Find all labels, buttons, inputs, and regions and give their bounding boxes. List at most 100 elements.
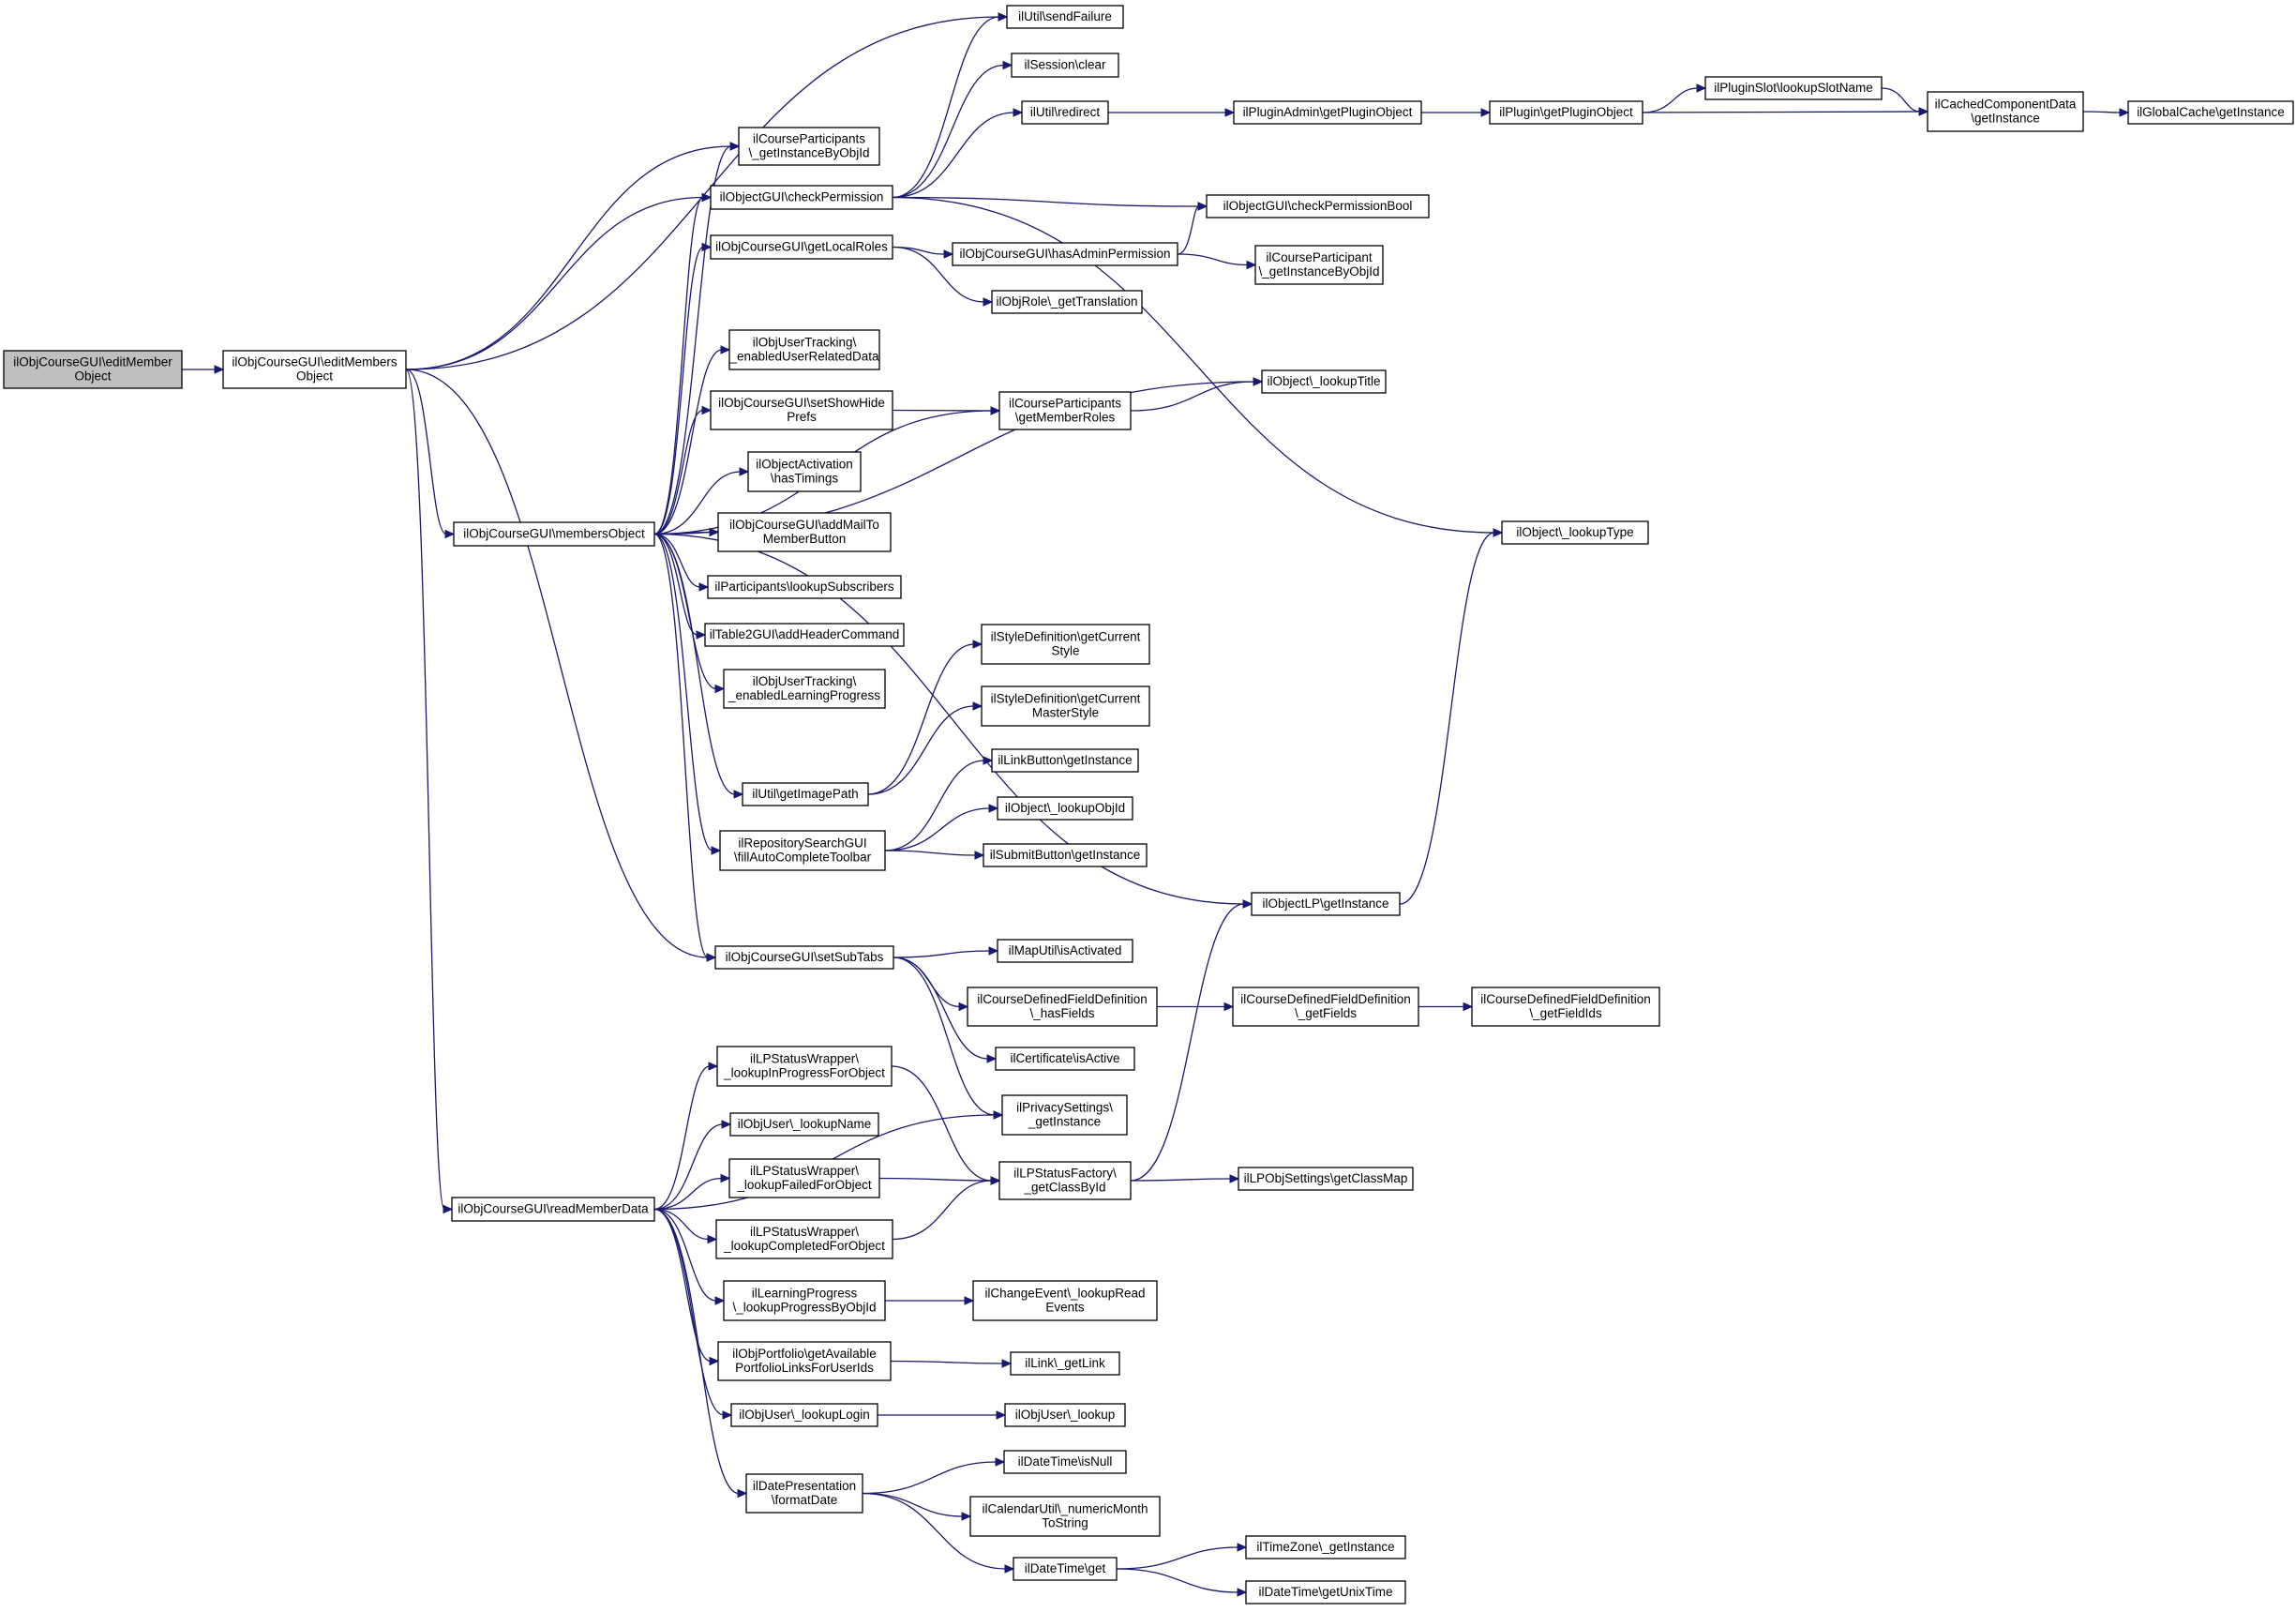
function-node[interactable]: ilTimeZone\_getInstance	[1245, 1535, 1406, 1559]
function-node[interactable]: ilLPStatusFactory\_getClassById	[998, 1161, 1132, 1200]
node-box	[710, 185, 893, 210]
function-node[interactable]: ilCachedComponentData\getInstance	[1927, 91, 2084, 132]
edge-n8-n5	[892, 64, 1005, 199]
function-node[interactable]: ilLPObjSettings\getClassMap	[1238, 1167, 1414, 1191]
function-node[interactable]: ilRepositorySearchGUI\fillAutoCompleteTo…	[719, 830, 886, 871]
function-node[interactable]: ilPrivacySettings\_getInstance	[1001, 1094, 1128, 1136]
edge-n20-n52	[891, 1065, 993, 1182]
function-node[interactable]: ilObjectGUI\checkPermissionBool	[1206, 194, 1430, 218]
function-node[interactable]: ilObjCourseGUI\setSubTabs	[714, 945, 894, 970]
arrowhead-n2-n18	[711, 846, 722, 855]
function-node[interactable]: ilPluginAdmin\getPluginObject	[1233, 100, 1422, 125]
node-box	[742, 782, 869, 806]
edge-n18-n44	[884, 850, 977, 856]
node-label: ilObjectGUI\checkPermission	[720, 190, 884, 204]
arrowhead-n2-n8	[701, 192, 713, 203]
node-label: \_hasFields	[1029, 1006, 1094, 1020]
function-node[interactable]: ilSubmitButton\getInstance	[983, 843, 1148, 867]
node-label: ilDateTime\isNull	[1018, 1454, 1113, 1469]
function-node[interactable]: ilUtil\redirect	[1021, 100, 1109, 125]
function-node[interactable]: ilObjCourseGUI\readMemberData	[451, 1197, 655, 1222]
function-node[interactable]: ilObjUser\_lookup	[1004, 1403, 1126, 1427]
arrowhead-n18-n42	[983, 756, 994, 765]
function-node[interactable]: ilTable2GUI\addHeaderCommand	[704, 623, 905, 647]
function-node[interactable]: ilCourseDefinedFieldDefinition\_getField…	[1232, 987, 1419, 1027]
node-label: Object	[296, 369, 333, 384]
function-node[interactable]: ilGlobalCache\getInstance	[2127, 100, 2294, 125]
edge-n19-n50	[893, 957, 989, 1060]
function-node[interactable]: ilObjectGUI\checkPermission	[710, 185, 893, 210]
node-label: \fillAutoCompleteToolbar	[734, 851, 872, 865]
edge-n1-n4	[405, 16, 1000, 370]
node-box	[991, 748, 1139, 773]
function-node[interactable]: ilObjCourseGUI\hasAdminPermission	[952, 242, 1178, 266]
function-node[interactable]: ilObjUser\_lookupLogin	[730, 1403, 878, 1427]
node-label: ilObjectActivation	[756, 458, 853, 472]
function-node[interactable]: ilObjectLP\getInstance	[1251, 892, 1401, 916]
node-box	[704, 623, 905, 647]
function-node[interactable]: ilLinkButton\getInstance	[991, 748, 1139, 773]
function-node[interactable]: ilLPStatusWrapper\_lookupCompletedForObj…	[715, 1219, 893, 1259]
node-box	[707, 575, 902, 599]
node-box	[1011, 53, 1119, 78]
function-node[interactable]: ilPluginSlot\lookupSlotName	[1704, 76, 1883, 100]
node-box	[453, 521, 655, 547]
function-node[interactable]: ilObjUser\_lookupName	[729, 1112, 879, 1137]
function-node[interactable]: ilCertificate\isActive	[995, 1047, 1135, 1071]
function-node[interactable]: ilDateTime\getUnixTime	[1245, 1580, 1406, 1604]
function-node[interactable]: ilDateTime\get	[1013, 1557, 1118, 1581]
function-node[interactable]: ilLPStatusWrapper\_lookupFailedForObject	[728, 1158, 880, 1198]
function-node[interactable]: ilObjUserTracking\_enabledUserRelatedDat…	[728, 329, 880, 370]
arrowhead-n2-n16	[714, 684, 726, 694]
function-node[interactable]: ilCourseDefinedFieldDefinition\_hasField…	[967, 987, 1158, 1027]
function-node[interactable]: ilPlugin\getPluginObject	[1489, 100, 1643, 125]
function-node[interactable]: ilUtil\sendFailure	[1006, 5, 1124, 29]
arrowhead-n26-n56	[996, 1410, 1007, 1420]
edge-n34-n35	[1177, 253, 1249, 266]
node-box	[710, 234, 893, 260]
function-node[interactable]: ilObject\_lookupType	[1501, 520, 1649, 545]
function-node[interactable]: ilDatePresentation\formatDate	[745, 1473, 863, 1514]
function-node[interactable]: ilCourseParticipants\_getInstanceByObjId	[738, 127, 880, 166]
node-label: _enabledLearningProgress	[728, 688, 880, 702]
function-node[interactable]: ilCourseParticipants\getMemberRoles	[998, 391, 1132, 430]
function-node[interactable]: ilObject\_lookupObjId	[997, 796, 1133, 821]
function-node[interactable]: ilObjCourseGUI\membersObject	[453, 521, 655, 547]
function-node[interactable]: ilObject\_lookupTitle	[1261, 369, 1387, 394]
function-node[interactable]: ilUtil\getImagePath	[742, 782, 869, 806]
function-node[interactable]: ilCourseParticipant\_getInstanceByObjId	[1254, 245, 1384, 285]
function-node[interactable]: ilDateTime\isNull	[1003, 1450, 1127, 1474]
function-node[interactable]: ilParticipants\lookupSubscribers	[707, 575, 902, 599]
function-node[interactable]: ilObjUserTracking\_enabledLearningProgre…	[723, 669, 886, 709]
function-node[interactable]: ilObjRole\_getTranslation	[991, 290, 1143, 314]
arrowhead-n2-n38	[1253, 377, 1264, 386]
edge-n2-n12	[653, 471, 742, 535]
node-label: ilObjCourseGUI\getLocalRoles	[715, 240, 888, 254]
function-node[interactable]: ilSession\clear	[1011, 53, 1119, 78]
function-node[interactable]: ilObjCourseGUI\getLocalRoles	[710, 234, 893, 260]
function-node[interactable]: ilLPStatusWrapper\_lookupInProgressForOb…	[716, 1046, 893, 1087]
function-node[interactable]: ilMapUtil\isActivated	[997, 939, 1133, 963]
arrowhead-n3-n22	[720, 1173, 731, 1183]
arrowhead-n2-n9	[701, 242, 713, 252]
function-node[interactable]: ilLink\_getLink	[1010, 1351, 1120, 1376]
function-node[interactable]: ilCourseDefinedFieldDefinition\_getField…	[1471, 987, 1660, 1027]
arrowhead-n2-n11	[701, 405, 713, 415]
function-node[interactable]: ilObjPortfolio\getAvailablePortfolioLink…	[717, 1341, 892, 1381]
node-box	[997, 796, 1133, 821]
arrowhead-n59-n60	[1237, 1543, 1248, 1552]
function-node[interactable]: ilObjectActivation\hasTimings	[747, 451, 862, 492]
node-label: _getClassById	[1023, 1181, 1105, 1195]
node-box	[222, 350, 407, 389]
function-node[interactable]: ilLearningProgress\_lookupProgressByObjI…	[723, 1280, 886, 1321]
node-box	[1232, 987, 1419, 1027]
edge-n3-n22	[653, 1177, 723, 1211]
